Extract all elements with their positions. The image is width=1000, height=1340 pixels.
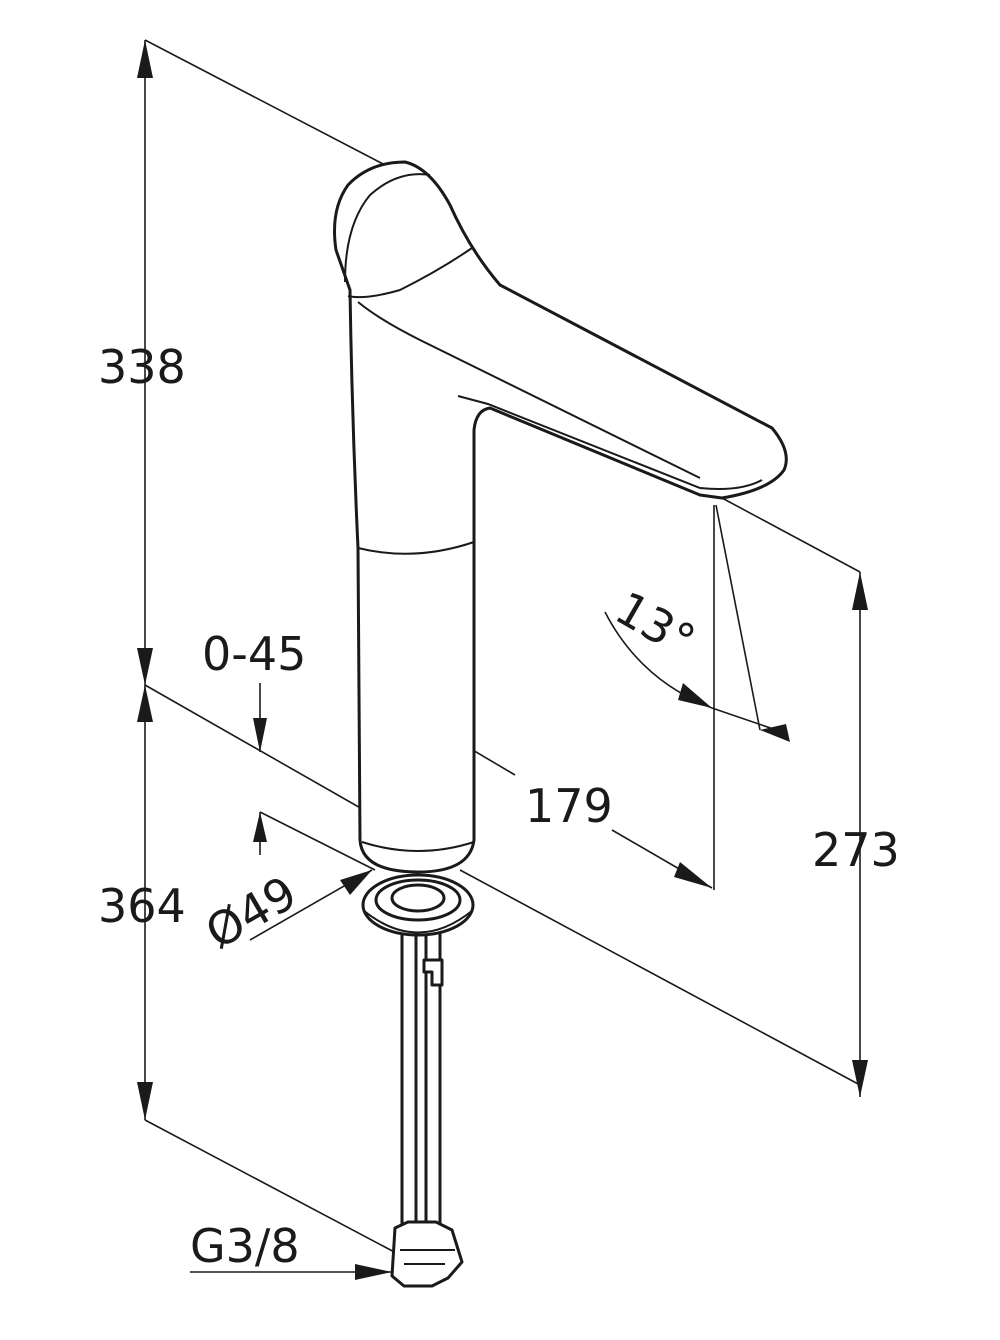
dim-364-arrow-bottom <box>137 1082 153 1120</box>
faucet-body <box>333 160 788 874</box>
dim-273-arrow-bottom <box>852 1060 868 1097</box>
dim-49-arrow <box>340 870 372 895</box>
label-179: 179 <box>525 779 613 833</box>
handle-cap-top <box>344 173 431 283</box>
angle-arrow-right <box>760 724 790 742</box>
dim-0-45-arrow <box>253 718 267 752</box>
spout-underside <box>457 395 763 490</box>
g38-arrow <box>355 1264 392 1280</box>
faucet <box>333 160 788 1288</box>
label-13-deg: 13° <box>607 581 705 669</box>
body-band <box>357 541 475 555</box>
handle-cap <box>347 247 473 299</box>
deck-extension-long <box>459 869 861 1086</box>
dim-338-arrow-bottom <box>137 648 153 685</box>
deck-arrow <box>253 812 267 842</box>
hose-fitting <box>390 1220 464 1288</box>
label-diameter-49: Ø49 <box>197 865 306 959</box>
angle-ray <box>715 504 761 731</box>
dim-179-arrow-b <box>674 862 712 888</box>
dim-338-arrow-top <box>137 40 153 78</box>
label-364: 364 <box>98 879 186 933</box>
dimension-labels: 338 364 0-45 179 273 13° Ø49 G3/8 <box>98 340 900 1273</box>
supply-hose-left <box>400 923 418 1232</box>
hose-clip <box>422 958 444 987</box>
label-g3-8: G3/8 <box>190 1219 300 1273</box>
dim-273-arrow-top <box>852 572 868 610</box>
dim-364-extension <box>144 1119 401 1256</box>
dim-338-extension <box>144 39 386 166</box>
angle-arrow-left <box>678 683 712 708</box>
label-0-45: 0-45 <box>202 627 306 681</box>
label-338: 338 <box>98 340 186 394</box>
dimension-lines <box>137 39 868 1280</box>
dim-364-arrow-top <box>137 685 153 722</box>
deck-extension <box>259 811 376 871</box>
body-base <box>361 841 475 852</box>
spout-ridge <box>357 301 701 479</box>
base-extension <box>144 684 379 819</box>
dim-273-extension <box>721 497 861 573</box>
label-273: 273 <box>812 823 900 877</box>
mounting-nut-rim <box>362 909 474 934</box>
mounting-nut-hole <box>390 883 446 913</box>
